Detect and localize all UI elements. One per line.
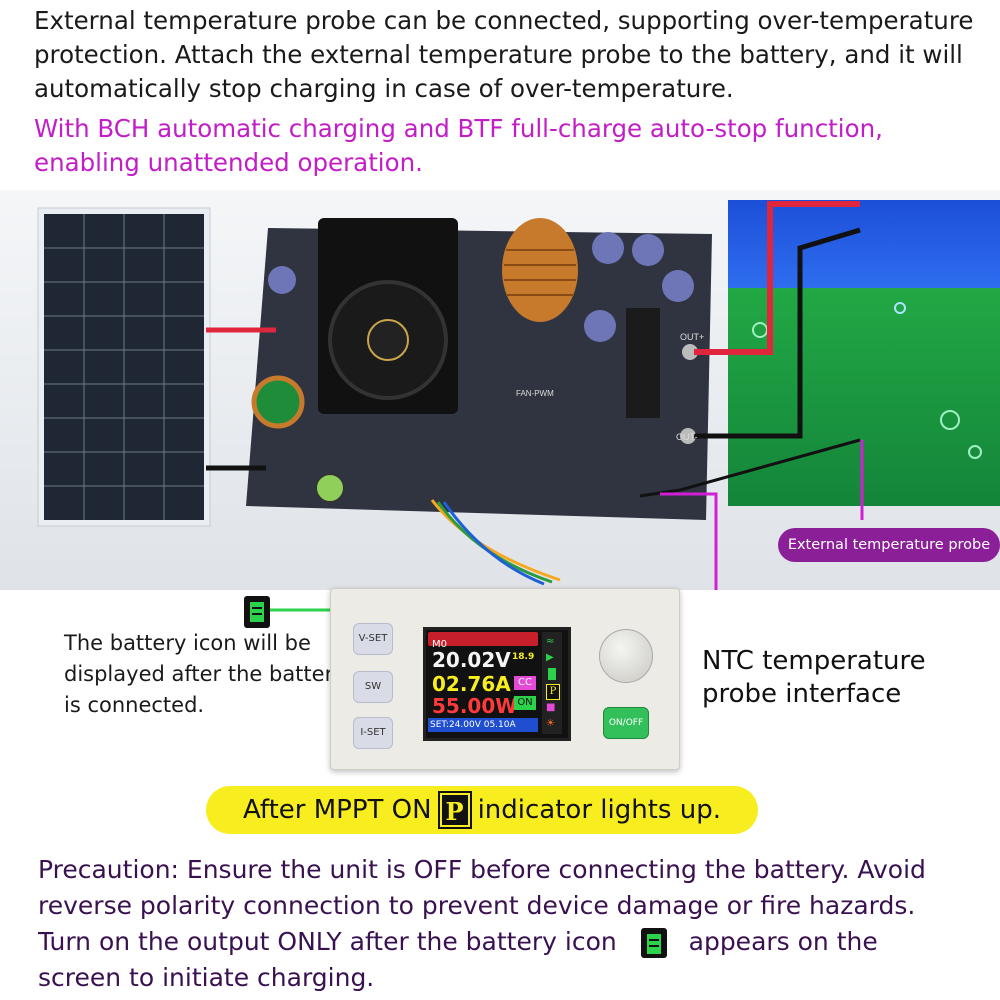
precaution-line-3: Turn on the output ONLY after the batter… [38, 924, 988, 960]
precaution-line-3a: Turn on the output ONLY after the batter… [38, 927, 617, 956]
precaution-text: Precaution: Ensure the unit is OFF befor… [38, 852, 988, 996]
mode-indicator: M0 [432, 639, 447, 650]
indicator-column: ≈ ▶ P ■ ☀ [542, 632, 562, 734]
battery-callout-line-1: The battery icon will be [64, 631, 311, 655]
ntc-line-2: probe interface [702, 679, 902, 709]
adjust-knob[interactable] [599, 629, 653, 683]
precaution-line-2: reverse polarity connection to prevent d… [38, 891, 916, 920]
intro-text: External temperature probe can be connec… [34, 6, 974, 103]
speaker-icon: ▶ [546, 652, 554, 663]
battery-pack [728, 200, 1000, 506]
ntc-callout: NTC temperature probe interface [702, 645, 926, 711]
sun-icon: ☀ [546, 718, 555, 729]
solar-panel [37, 207, 211, 527]
voltage-readout: 20.02V [432, 648, 511, 672]
vset-button[interactable]: V-SET [353, 623, 393, 655]
board-label-out-plus: OUT+ [680, 332, 704, 342]
external-probe-label: External temperature probe [778, 528, 1000, 562]
controller-panel: V-SET SW I-SET M0 20.02V 02.76A 55.00W 1… [330, 588, 680, 770]
sw-button[interactable]: SW [353, 671, 393, 703]
precaution-line-4: screen to initiate charging. [38, 963, 375, 992]
lock-icon: ■ [546, 702, 556, 713]
battery-icon [640, 928, 667, 958]
onoff-button[interactable]: ON/OFF [603, 707, 649, 739]
board-label-fan-pwm: FAN-PWM [516, 389, 554, 398]
mppt-banner-before: After MPPT ON [243, 795, 432, 825]
precaution-line-1: Precaution: Ensure the unit is OFF befor… [38, 855, 926, 884]
intro-highlight: With BCH automatic charging and BTF full… [34, 114, 883, 177]
product-illustration: OUT+ OUT- FAN-PWM [0, 190, 1000, 590]
iset-button[interactable]: I-SET [353, 717, 393, 749]
temperature-readout: 18.9 [512, 652, 535, 662]
set-line: SET:24.00V 05.10A [428, 718, 538, 732]
mppt-p-icon: P [437, 791, 472, 829]
status-bar: M0 [428, 632, 538, 650]
power-readout: 55.00W [432, 694, 518, 718]
battery-icon [548, 668, 556, 680]
converter-board [246, 218, 712, 520]
current-readout: 02.76A [432, 672, 511, 696]
wifi-icon: ≈ [546, 636, 555, 647]
board-label-out-minus: OUT- [676, 432, 698, 442]
battery-icon-callout: The battery icon will be displayed after… [64, 628, 346, 721]
battery-callout-line-2: displayed after the battery [64, 662, 346, 686]
battery-callout-line-3: is connected. [64, 693, 205, 717]
ntc-line-1: NTC temperature [702, 646, 926, 676]
mppt-banner-after: indicator lights up. [477, 795, 721, 825]
on-badge: ON [514, 696, 536, 710]
cc-badge: CC [514, 676, 536, 690]
mppt-indicator: P [546, 684, 560, 700]
precaution-line-3b: appears on the [688, 927, 878, 956]
lcd-screen: M0 20.02V 02.76A 55.00W 18.9 CC ON SET:2… [423, 627, 571, 741]
mppt-banner: After MPPT ON P indicator lights up. [206, 786, 758, 834]
